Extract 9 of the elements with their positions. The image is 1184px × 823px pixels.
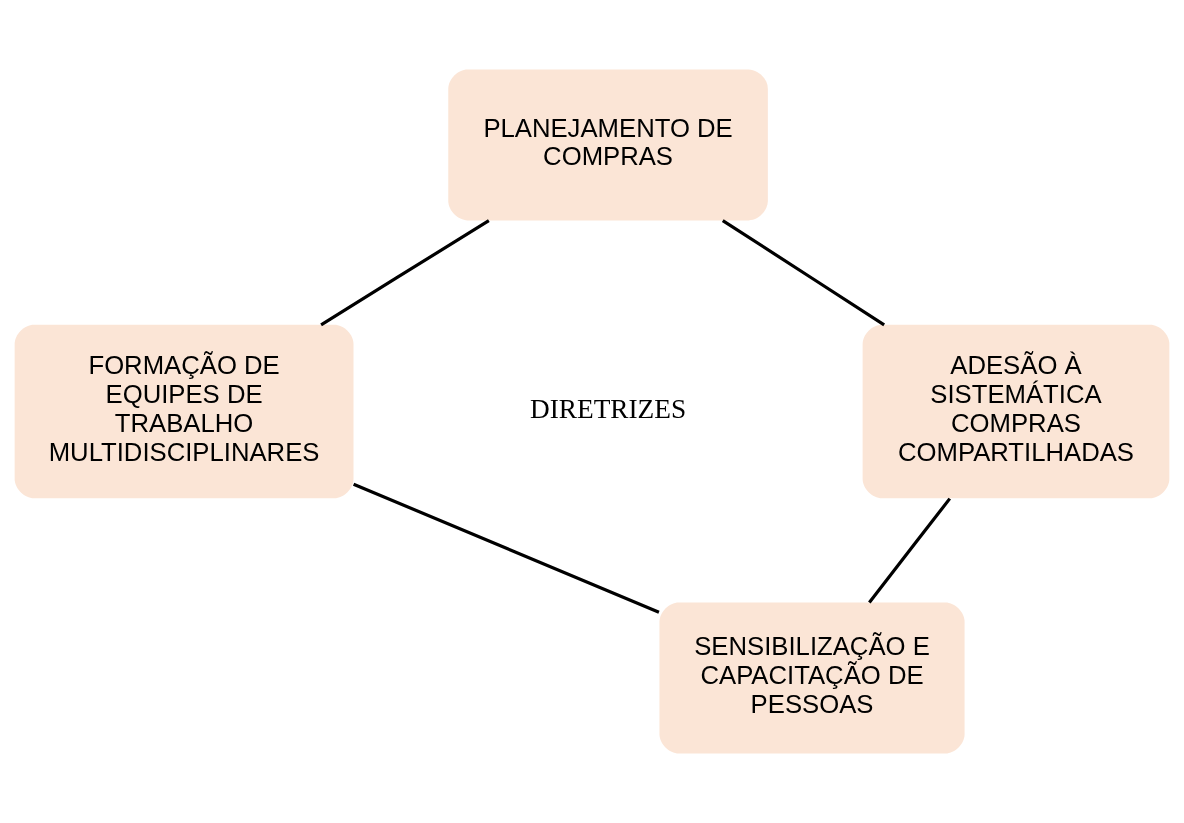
node-box: PLANEJAMENTO DE COMPRAS [448, 69, 768, 221]
connector [320, 219, 490, 327]
node-box: SENSIBILIZAÇÃO E CAPACITAÇÃO DE PESSOAS [659, 602, 965, 754]
label: DIRETRIZES [529, 394, 687, 425]
connector [868, 497, 952, 604]
connector [721, 219, 886, 327]
connector [352, 482, 660, 614]
node-box: FORMAÇÃO DE EQUIPES DE TRABALHO MULTIDISCIPLINARES [14, 324, 354, 499]
node-box: ADESÃO À SISTEMÁTICA COMPRAS COMPARTILHADAS [862, 324, 1170, 499]
